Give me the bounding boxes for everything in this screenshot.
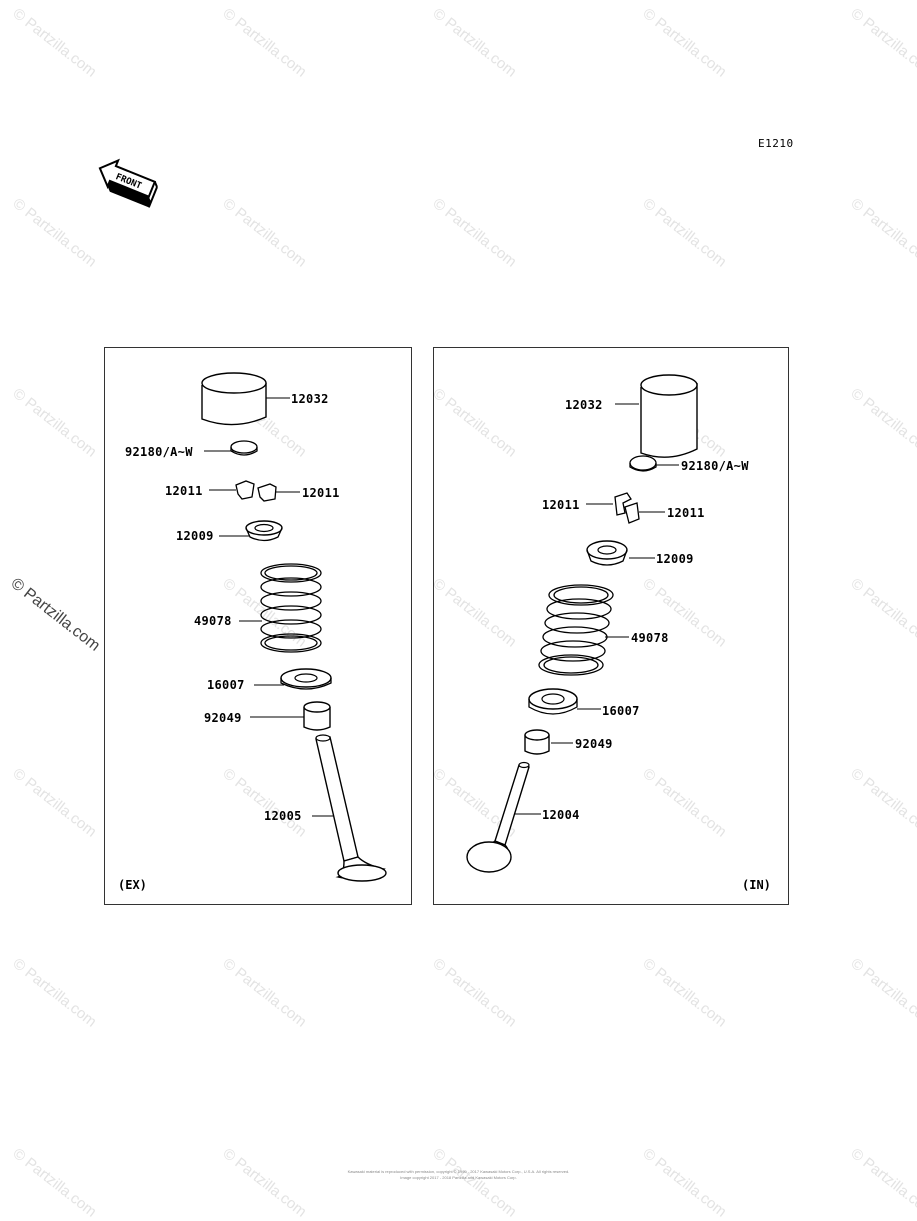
retainer-icon — [586, 540, 628, 566]
exhaust-panel — [104, 347, 412, 905]
stem-seal-icon — [524, 729, 550, 755]
watermark: © Partzilla.com — [639, 195, 730, 271]
watermark: © Partzilla.com — [847, 5, 917, 81]
part-label: 12032 — [565, 398, 603, 412]
part-label: 16007 — [602, 704, 640, 718]
retainer-icon — [245, 520, 283, 542]
part-label: 12032 — [291, 392, 329, 406]
lifter-icon — [201, 372, 267, 426]
watermark: © Partzilla.com — [219, 1145, 310, 1221]
intake-panel — [433, 347, 789, 905]
part-label: 12004 — [542, 808, 580, 822]
watermark: © Partzilla.com — [9, 765, 100, 841]
stem-seal-icon — [303, 701, 331, 731]
shim-icon — [629, 455, 657, 472]
part-label: 92180/A~W — [125, 445, 193, 459]
watermark: © Partzilla.com — [847, 195, 917, 271]
front-arrow-icon: FRONT — [98, 158, 158, 208]
part-label: 12011 — [165, 484, 203, 498]
keeper-icon — [235, 480, 277, 502]
watermark: © Partzilla.com — [9, 955, 100, 1031]
valve-icon — [315, 734, 387, 882]
watermark: © Partzilla.com — [847, 765, 917, 841]
part-label: 12011 — [542, 498, 580, 512]
part-label: 16007 — [207, 678, 245, 692]
panel-caption: (EX) — [118, 878, 147, 892]
intake-parts-drawing — [466, 374, 698, 873]
part-label: 92049 — [575, 737, 613, 751]
spring-icon — [260, 563, 322, 653]
watermark: © Partzilla.com — [429, 955, 520, 1031]
keeper-icon — [614, 492, 640, 524]
part-label: 49078 — [194, 614, 232, 628]
watermark: © Partzilla.com — [429, 5, 520, 81]
spring-seat-icon — [280, 668, 332, 690]
part-label: 92180/A~W — [681, 459, 749, 473]
part-label: 12011 — [302, 486, 340, 500]
watermark: © Partzilla.com — [429, 1145, 520, 1221]
part-label: 92049 — [204, 711, 242, 725]
watermark: © Partzilla.com — [847, 575, 917, 651]
watermark: © Partzilla.com — [847, 955, 917, 1031]
watermark: © Partzilla.com — [639, 955, 730, 1031]
part-label: 12005 — [264, 809, 302, 823]
part-label: 12011 — [667, 506, 705, 520]
watermark: © Partzilla.com — [639, 1145, 730, 1221]
watermark: © Partzilla.com — [9, 1145, 100, 1221]
watermark: © Partzilla.com — [429, 195, 520, 271]
watermark: © Partzilla.com — [7, 575, 103, 655]
lifter-icon — [640, 374, 698, 458]
footer-image-credit: Image copyright 2017 - 2018 Partzilla an… — [400, 1175, 517, 1180]
spring-icon — [538, 584, 614, 676]
diagram-code: E1210 — [758, 137, 794, 150]
watermark: © Partzilla.com — [9, 5, 100, 81]
exhaust-parts-drawing — [201, 372, 387, 882]
watermark: © Partzilla.com — [847, 385, 917, 461]
watermark: © Partzilla.com — [219, 195, 310, 271]
part-label: 12009 — [656, 552, 694, 566]
watermark: © Partzilla.com — [639, 5, 730, 81]
valve-icon — [466, 761, 530, 873]
spring-seat-icon — [528, 688, 578, 715]
shim-icon — [230, 440, 258, 456]
watermark: © Partzilla.com — [219, 955, 310, 1031]
watermark: © Partzilla.com — [9, 195, 100, 271]
part-label: 49078 — [631, 631, 669, 645]
part-label: 12009 — [176, 529, 214, 543]
footer-copyright: Kawasaki material is reproduced with per… — [347, 1169, 570, 1174]
watermark: © Partzilla.com — [9, 385, 100, 461]
watermark: © Partzilla.com — [219, 5, 310, 81]
watermark: © Partzilla.com — [847, 1145, 917, 1221]
panel-caption: (IN) — [742, 878, 771, 892]
